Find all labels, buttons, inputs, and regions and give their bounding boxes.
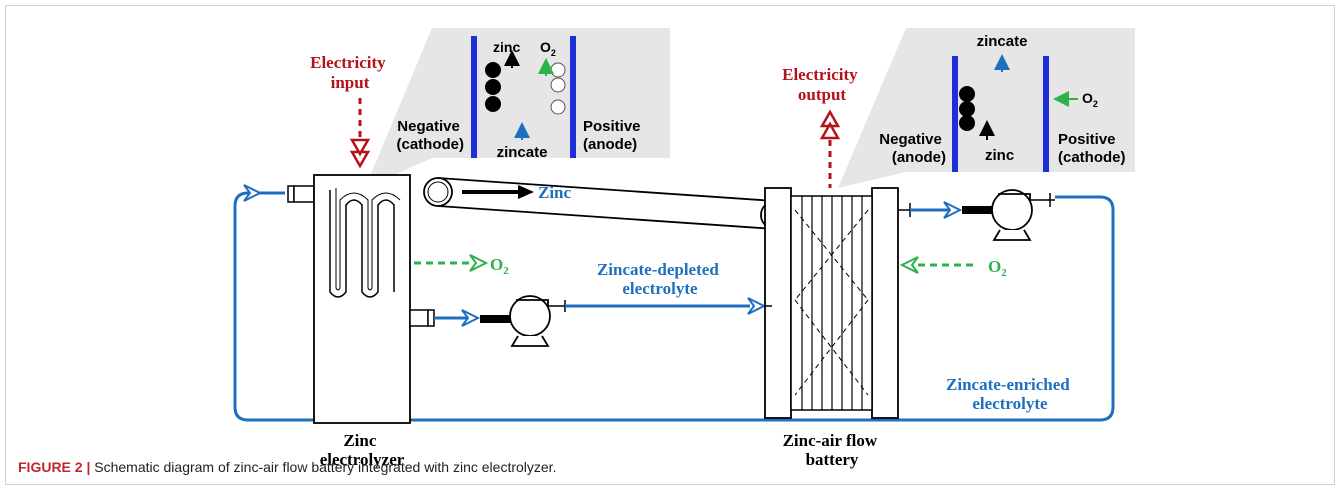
inset-right-positive-label: Positive (cathode): [1058, 131, 1126, 166]
electricity-output-label: Electricity output: [782, 65, 862, 104]
electricity-output-arrowhead: [819, 109, 841, 140]
electrolyzer-outlet-pipe: [409, 309, 429, 327]
battery-flow-path: [794, 209, 869, 301]
zinc-particle: [485, 96, 501, 112]
zinc-air-flow-battery: Zinc-air flow battery: [764, 187, 911, 469]
inset-left: zinc O2 Negative (cathode) Positive (ano…: [365, 28, 670, 188]
inset-right-zincate-label: zincate: [977, 33, 1028, 50]
electrode-positive-left: [570, 36, 576, 158]
electrolyzer-inlet-pipe: [293, 185, 315, 203]
battery-flow-path: [794, 299, 869, 396]
o2-right-label: O2: [988, 257, 1007, 279]
figure-caption-text: Schematic diagram of zinc-air flow batte…: [90, 459, 557, 475]
pump-right-shaft: [962, 206, 998, 214]
battery-flow-path: [794, 299, 869, 396]
electrode-negative-right: [952, 56, 958, 172]
inset-right: zincate O2 Negative (anode) Positive (ca…: [838, 28, 1135, 188]
zinc-particle: [959, 86, 975, 102]
inset-right-zinc-label: zinc: [985, 147, 1014, 164]
zinc-particle: [485, 62, 501, 78]
electrolyzer-coil: [329, 190, 395, 298]
pump-right-base: [992, 229, 1032, 241]
flow-arrow-pump-in: [461, 309, 481, 327]
electrolyzer-inlet-nozzle: [287, 185, 295, 203]
depleted-label: Zincate-depleted electrolyte: [597, 260, 723, 298]
electrode-positive-right: [1043, 56, 1049, 172]
zinc-electrolyzer: Zinc electrolyzer: [287, 174, 435, 469]
pump-left-outlet: [516, 299, 549, 306]
flow-arrow-battery-in: [747, 297, 767, 315]
pump-right-casing: [991, 189, 1033, 231]
battery-label: Zinc-air flow battery: [783, 431, 882, 469]
zinc-transport-arrowhead: [518, 185, 534, 199]
zinc-particle: [959, 115, 975, 131]
zinc-particle: [485, 79, 501, 95]
o2-out-arrowhead: [469, 254, 489, 272]
flow-arrow-inlet: [243, 184, 263, 202]
inset-left-zincate-label: zincate: [497, 144, 548, 161]
electricity-output: Electricity output: [782, 65, 862, 188]
conveyor-belt-bottom: [437, 205, 776, 230]
inset-left-negative-label: Negative (cathode): [397, 118, 465, 153]
o2-bubble: [550, 77, 566, 93]
battery-endplate-right: [871, 187, 899, 419]
inset-left-zinc-label: zinc: [493, 39, 520, 55]
inset-left-o2-label: O2: [540, 39, 556, 58]
conveyor-roller-left-inner: [427, 181, 449, 203]
o2-bubble: [550, 62, 566, 78]
figure-caption: FIGURE 2 | Schematic diagram of zinc-air…: [18, 459, 556, 475]
enriched-label: Zincate-enriched electrolyte: [946, 375, 1074, 413]
pump-right: [910, 189, 1055, 241]
electrolyzer-outlet-nozzle: [427, 309, 435, 327]
pump-left-casing: [509, 295, 551, 337]
o2-bubble: [550, 99, 566, 115]
electrolyzer-coil-inner: [335, 188, 401, 291]
figure-caption-label: FIGURE 2 |: [18, 459, 91, 475]
electricity-input: Electricity input: [310, 53, 390, 169]
battery-endplate-left: [764, 187, 792, 419]
zincate-depleted-line: Zincate-depleted electrolyte: [565, 260, 767, 315]
electrode-negative-left: [471, 36, 477, 158]
zincate-enriched-loop: [233, 191, 1115, 422]
inset-right-o2-label: O2: [1082, 90, 1098, 109]
inset-right-negative-label: Negative (anode): [879, 131, 946, 166]
inset-right-callout: [838, 28, 1135, 188]
inset-left-callout: [365, 28, 670, 188]
electricity-input-label: Electricity input: [310, 53, 390, 92]
pump-left-shaft: [480, 315, 516, 323]
zinc-conveyor: Zinc: [423, 177, 790, 230]
o2-left-label: O2: [490, 255, 509, 277]
conveyor-belt-top: [437, 177, 776, 202]
electrolyzer-label: Zinc electrolyzer: [320, 431, 405, 469]
zinc-particle: [959, 101, 975, 117]
pump-left-base: [510, 335, 550, 347]
o2-in-arrowhead: [899, 256, 919, 274]
inset-left-positive-label: Positive (anode): [583, 118, 645, 153]
zinc-transport-label: Zinc: [538, 183, 572, 202]
flow-arrow-pump-right-in: [943, 201, 963, 219]
o2-input-right: O2: [899, 256, 1007, 279]
pump-left: [434, 295, 566, 347]
o2-output-left: O2: [414, 254, 509, 277]
pump-right-outlet: [998, 193, 1031, 200]
electricity-input-arrowhead: [349, 138, 371, 169]
